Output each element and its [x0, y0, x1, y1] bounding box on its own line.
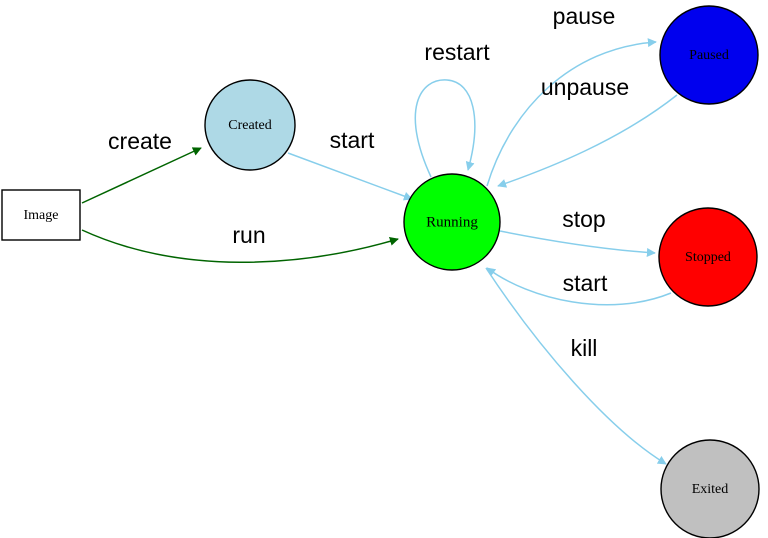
edge-label-kill: kill	[571, 335, 598, 361]
node-image-label: Image	[24, 208, 59, 223]
node-running[interactable]: Running	[403, 173, 501, 271]
edge-run: run	[81, 222, 399, 263]
node-exited-shape[interactable]	[660, 439, 760, 538]
node-stopped-label: Stopped	[685, 250, 731, 265]
node-exited-label: Exited	[692, 482, 729, 497]
edge-label-start-stopped: start	[563, 270, 608, 296]
edge-start2-line	[486, 267, 672, 306]
edge-restart-line	[414, 79, 476, 178]
edge-unpause-line	[497, 94, 678, 188]
edge-kill-line	[485, 267, 667, 465]
edge-restart: restart	[414, 39, 490, 178]
edge-stop: stop	[499, 206, 656, 257]
edge-label-start-created: start	[330, 127, 375, 153]
edge-kill: kill	[485, 267, 667, 465]
node-paused-shape[interactable]	[659, 5, 759, 105]
node-paused-label: Paused	[689, 48, 729, 63]
node-created-shape[interactable]	[204, 79, 296, 171]
node-running-shape[interactable]	[403, 173, 501, 271]
edge-create: create	[81, 128, 202, 204]
node-paused[interactable]: Paused	[659, 5, 759, 105]
edge-label-stop: stop	[562, 206, 605, 232]
edge-pause-line	[486, 38, 657, 187]
node-stopped[interactable]: Stopped	[658, 207, 758, 307]
edge-pause: pause	[486, 3, 657, 187]
node-image[interactable]: Image	[1, 189, 81, 241]
node-created-label: Created	[228, 118, 272, 133]
edge-start-created-running: start	[287, 127, 413, 201]
edge-start1-line	[287, 152, 413, 201]
node-stopped-shape[interactable]	[658, 207, 758, 307]
edge-label-unpause: unpause	[541, 74, 629, 100]
edge-label-pause: pause	[553, 3, 616, 29]
edge-run-line	[81, 229, 399, 263]
node-created[interactable]: Created	[204, 79, 296, 171]
edge-start-stopped-running: start	[486, 267, 672, 306]
edge-create-line	[81, 147, 202, 204]
edge-label-run: run	[232, 222, 265, 248]
edge-label-create: create	[108, 128, 172, 154]
edge-unpause: unpause	[497, 74, 678, 188]
node-image-shape[interactable]	[1, 189, 81, 241]
edge-label-restart: restart	[424, 39, 490, 65]
node-running-label: Running	[426, 214, 478, 230]
edge-stop-line	[499, 230, 656, 257]
node-exited[interactable]: Exited	[660, 439, 760, 538]
